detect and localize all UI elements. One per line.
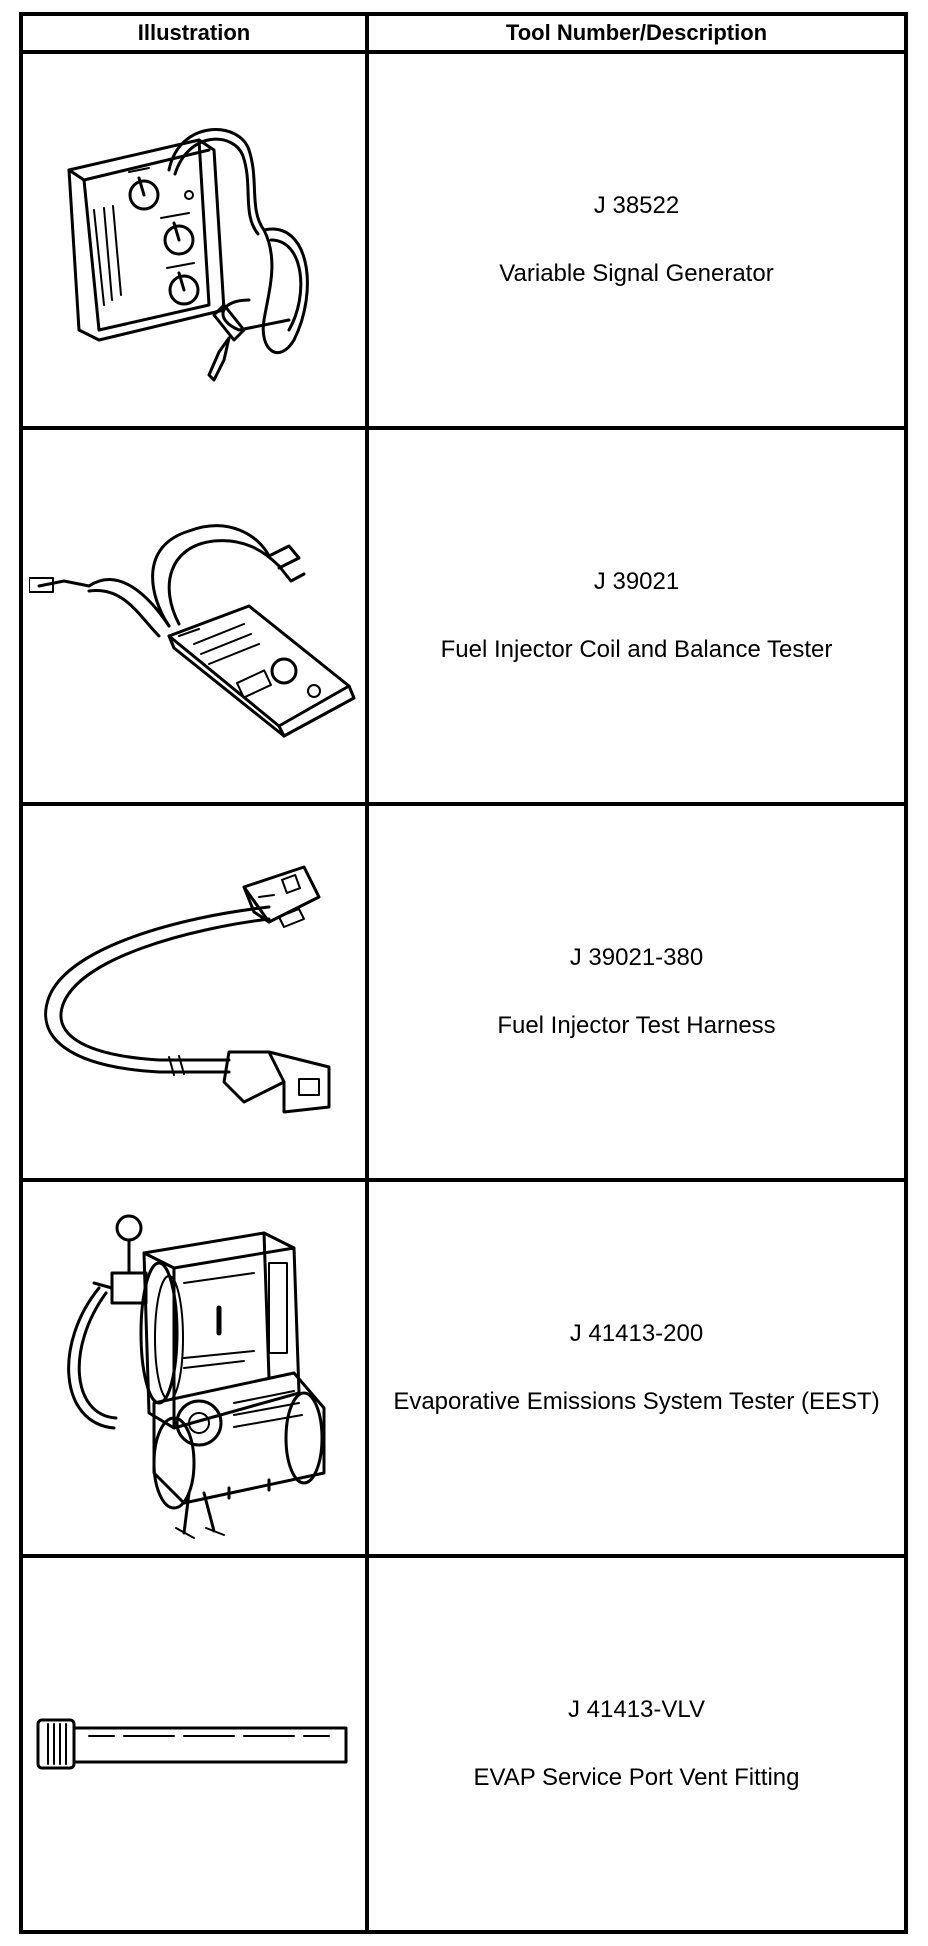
header-tool-description: Tool Number/Description [365,12,908,54]
evap-system-tester-drawing [67,1214,326,1539]
header-illustration: Illustration [19,12,369,54]
illustration-cell [19,50,369,430]
table-header-row: Illustration Tool Number/Description [19,12,908,54]
injector-balance-tester-drawing [29,524,356,738]
tool-description: EVAP Service Port Vent Fitting [473,1764,800,1791]
tool-number: J 39021-380 [569,944,704,971]
table-row: J 38522 Variable Signal Generator [19,50,908,430]
tool-description-cell: J 41413-VLV EVAP Service Port Vent Fitti… [365,1554,908,1934]
tool-number: J 41413-VLV [568,1696,705,1723]
tool-description: Fuel Injector Coil and Balance Tester [440,636,833,663]
illustration-cell [19,426,369,806]
illustration-cell [19,1178,369,1558]
illustration-cell [19,1554,369,1934]
tool-description: Fuel Injector Test Harness [497,1012,776,1039]
tool-description: Evaporative Emissions System Tester (EES… [393,1388,880,1415]
tool-description-cell: J 38522 Variable Signal Generator [365,50,908,430]
variable-signal-generator-drawing [67,128,309,382]
illustration-cell [19,802,369,1182]
tool-number: J 41413-200 [569,1320,704,1347]
tool-number: J 39021 [593,568,680,595]
table-row: J 41413-VLV EVAP Service Port Vent Fitti… [19,1554,908,1934]
tools-table: Illustration Tool Number/Description [19,12,908,1934]
tool-description-cell: J 41413-200 Evaporative Emissions System… [365,1178,908,1558]
table-row: J 39021-380 Fuel Injector Test Harness [19,802,908,1182]
tool-description-cell: J 39021 Fuel Injector Coil and Balance T… [365,426,908,806]
table-row: J 39021 Fuel Injector Coil and Balance T… [19,426,908,806]
table-row: J 41413-200 Evaporative Emissions System… [19,1178,908,1558]
vent-fitting-drawing [36,1718,348,1770]
tool-number: J 38522 [593,192,680,219]
injector-test-harness-drawing [44,865,331,1114]
tool-description: Variable Signal Generator [499,260,774,287]
tool-description-cell: J 39021-380 Fuel Injector Test Harness [365,802,908,1182]
